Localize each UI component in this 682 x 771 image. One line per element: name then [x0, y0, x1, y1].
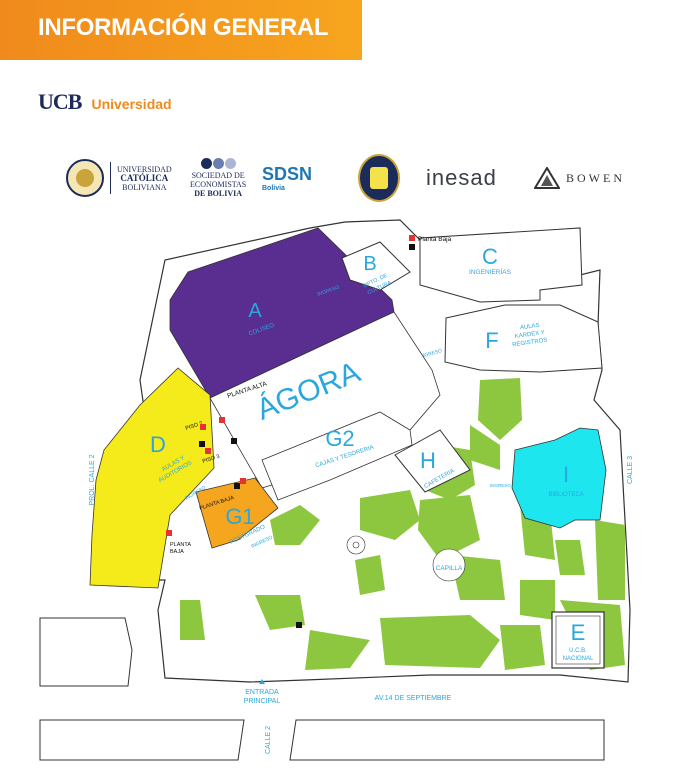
university-brand: UCB Universidad: [38, 89, 172, 115]
building-i-label: BIBLIOTECA: [548, 492, 583, 498]
building-i-letter: I: [563, 462, 569, 487]
ingreso-f-label: INGRESO: [419, 348, 443, 360]
seb-line2: ECONOMISTAS: [190, 180, 247, 189]
building-d-letter: D: [150, 432, 166, 457]
building-e-letter: E: [571, 620, 586, 645]
bowen-triangle-icon: [534, 167, 560, 189]
planta-alta-legend-square: [409, 244, 415, 250]
ucb-seal-icon: [66, 159, 104, 197]
building-f-label2: KARDEX Y: [514, 330, 545, 340]
building-h-cafeteria[interactable]: [394, 429, 471, 493]
building-a-letter: A: [248, 300, 262, 322]
marker-g1-red: [240, 478, 246, 484]
piso3-label: PISO 3: [202, 454, 221, 465]
av14-street-label: AV.14 DE SEPTIEMBRE: [375, 695, 452, 702]
prol-calle2-street-label: PROL. CALLE 2: [89, 454, 96, 505]
emblem-icon: [358, 154, 400, 202]
inesad-word: inesad: [426, 165, 497, 190]
entrance-arrow-icon: [259, 679, 265, 684]
block-southwest: [39, 719, 245, 761]
building-e-nacional[interactable]: [551, 611, 605, 669]
building-f-aulas[interactable]: [444, 304, 603, 373]
planta-baja-legend-square: [409, 235, 415, 241]
piso2-label: PISO 2: [185, 421, 204, 432]
seb-line3: DE BOLIVIA: [194, 189, 243, 198]
seb-logo: SOCIEDAD DE ECONOMISTAS DE BOLIVIA: [190, 148, 246, 208]
garden-circles: [346, 535, 466, 582]
building-i-biblioteca[interactable]: [511, 427, 607, 529]
building-h-letter: H: [420, 448, 436, 473]
partner-logos: UNIVERSIDAD CATÓLICA BOLIVIANA SOCIEDAD …: [0, 148, 682, 208]
building-f-letter: F: [485, 328, 498, 353]
building-c-letter: C: [482, 244, 498, 269]
planta-baja-d-line1: PLANTA: [170, 542, 191, 548]
emblem-logo: [358, 148, 400, 208]
marker-planta-alta-red: [219, 417, 225, 423]
planta-baja-legend-label: Planta Baja: [418, 236, 452, 243]
building-c-ingenierias[interactable]: [419, 227, 583, 303]
university-word: Universidad: [91, 96, 172, 112]
ucb-line2: CATÓLICA: [120, 172, 169, 183]
entrada-line2: PRINCIPAL: [244, 698, 281, 705]
building-d-aulas[interactable]: [89, 367, 215, 589]
ucb-line3: BOLIVIANA: [122, 182, 167, 192]
building-f-label1: AULAS: [520, 323, 540, 332]
sdsn-logo: SDSN Bolivia: [262, 148, 312, 208]
building-e-label2: NACIONAL: [563, 656, 594, 662]
building-g2-letter: G2: [325, 426, 354, 451]
sdsn-word: SDSN: [262, 164, 313, 184]
capilla-label: CAPILLA: [436, 565, 463, 572]
ingreso-i-label: INGRESO: [490, 483, 511, 488]
marker-g1-black: [234, 483, 240, 489]
seb-line1: SOCIEDAD DE: [191, 171, 245, 180]
bowen-logo: BOWEN: [534, 148, 625, 208]
building-b-cultura[interactable]: [341, 241, 411, 291]
building-b-letter: B: [363, 253, 376, 275]
calle3-street-label: CALLE 3: [627, 456, 634, 484]
building-f-label3: REGISTROS: [512, 338, 548, 349]
calle2-street-label: CALLE 2: [265, 726, 272, 754]
marker-piso3-red: [205, 448, 211, 454]
marker-planta-alta-black: [231, 438, 237, 444]
marker-entrance-black: [296, 622, 302, 628]
building-g1-letter: G1: [225, 504, 254, 529]
building-e-label1: U.C.B.: [569, 648, 587, 654]
planta-baja-d-line2: BAJA: [170, 549, 184, 555]
inesad-logo: inesad: [426, 148, 497, 208]
page-title: INFORMACIÓN GENERAL: [38, 14, 329, 41]
building-a-coliseo[interactable]: [169, 227, 395, 399]
marker-piso3-black: [199, 441, 205, 447]
ucb-logo-mark: UCB: [38, 89, 82, 114]
seb-circles-icon: [200, 158, 236, 169]
block-southeast: [289, 719, 605, 761]
block-west: [39, 617, 133, 687]
bowen-word: BOWEN: [566, 170, 625, 185]
ucb-logo: UNIVERSIDAD CATÓLICA BOLIVIANA: [66, 148, 172, 208]
marker-piso2: [200, 424, 206, 430]
building-c-label: INGENIERÍAS: [469, 267, 512, 276]
header-banner: INFORMACIÓN GENERAL: [0, 0, 362, 60]
ucb-line1: UNIVERSIDAD: [117, 164, 172, 174]
entrada-line1: ENTRADA: [245, 689, 279, 696]
marker-planta-baja-d: [166, 530, 172, 536]
sdsn-sub: Bolivia: [262, 185, 285, 192]
